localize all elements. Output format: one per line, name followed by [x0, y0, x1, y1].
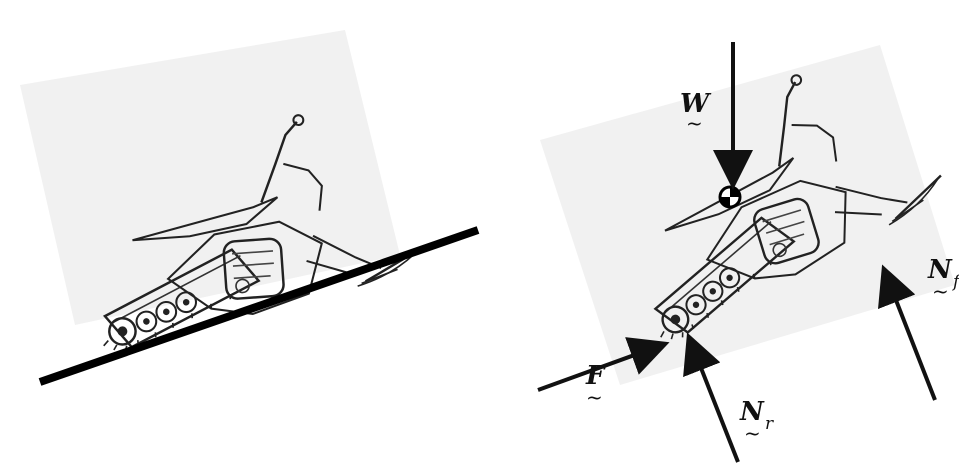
rear-normal-underline: ~	[744, 421, 761, 445]
rear-normal-force-arrow	[690, 340, 738, 462]
rear-normal-label: N r ~	[739, 397, 774, 445]
weight-underline: ~	[686, 111, 703, 135]
friction-underline: ~	[586, 385, 603, 409]
front-normal-label: N f ~	[927, 255, 959, 303]
front-normal-subscript: f	[951, 272, 959, 292]
rear-normal-subscript: r	[765, 414, 774, 434]
front-normal-underline: ~	[932, 279, 949, 303]
center-of-gravity-icon	[720, 187, 740, 207]
left-panel	[20, 30, 478, 382]
right-panel: W ~ F ~ N r ~ N f ~	[538, 42, 959, 462]
friction-label: F ~	[585, 361, 606, 409]
right-photo-background	[540, 45, 955, 385]
